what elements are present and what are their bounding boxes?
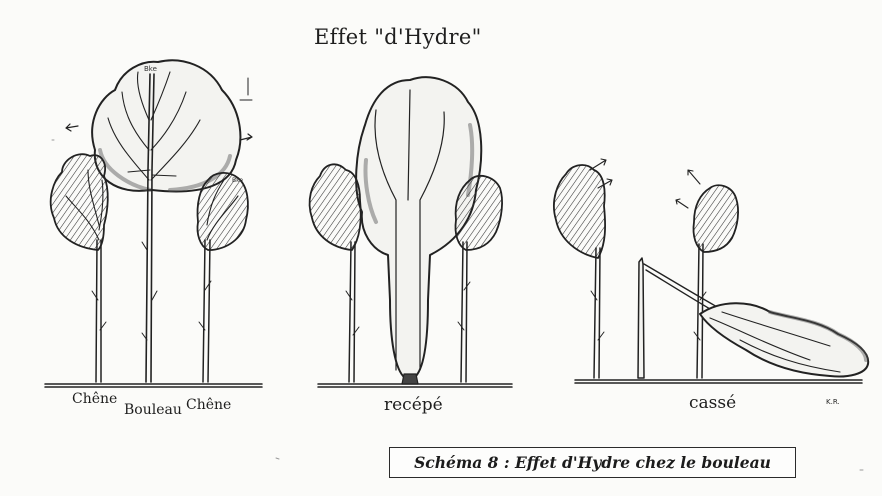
resprout-arrow [590, 159, 606, 170]
scale-tick [240, 78, 252, 100]
stump [402, 374, 418, 384]
caption-text: Schéma 8 : Effet d'Hydre chez le bouleau [390, 453, 795, 472]
oak-crown [455, 176, 502, 250]
birch-tree-broken [638, 258, 868, 378]
oak-tree-right [455, 176, 502, 382]
panel-recepe [310, 77, 512, 387]
oak-tree-left [310, 164, 361, 382]
diagram-title: Effet "d'Hydre" [314, 25, 482, 49]
panel-casse [554, 159, 868, 383]
ground-line [45, 384, 262, 387]
oak-tree-right [693, 185, 738, 378]
label-chene-left: Chêne [72, 391, 117, 407]
growth-arrow-right [240, 134, 252, 140]
label-bouleau: Bouleau [124, 402, 182, 418]
caption-box: Schéma 8 : Effet d'Hydre chez le bouleau [389, 447, 796, 478]
oak-crown [51, 154, 108, 250]
oak-tree-right: Bke [197, 173, 247, 382]
growth-arrow-left [66, 124, 78, 131]
ground-line [575, 380, 862, 383]
oak-trunk [349, 242, 355, 382]
oak-trunk [96, 240, 101, 382]
oak-crown [693, 185, 738, 252]
oak-tree-left [51, 154, 108, 382]
author-initials: K.R. [826, 398, 840, 406]
oak-trunk [461, 242, 467, 382]
broken-stem [638, 258, 644, 378]
oak-crown [310, 164, 361, 250]
resprout-arrow [676, 199, 688, 208]
oak-trunk [697, 244, 703, 378]
resprout-arrow [688, 170, 700, 184]
oak-trunk [203, 240, 210, 382]
label-recepe: recépé [384, 395, 443, 415]
label-chene-right: Chêne [186, 397, 231, 413]
oak-crown [197, 173, 247, 250]
oak-crown [554, 165, 605, 258]
oak-trunk [594, 248, 600, 378]
oak-tree-left [554, 165, 605, 378]
panel-intact: Bke Bke [45, 60, 262, 387]
crown-mark-birch: Bke [144, 65, 157, 73]
label-casse: cassé [689, 393, 736, 413]
crown-mark-oak: Bke [232, 177, 243, 184]
